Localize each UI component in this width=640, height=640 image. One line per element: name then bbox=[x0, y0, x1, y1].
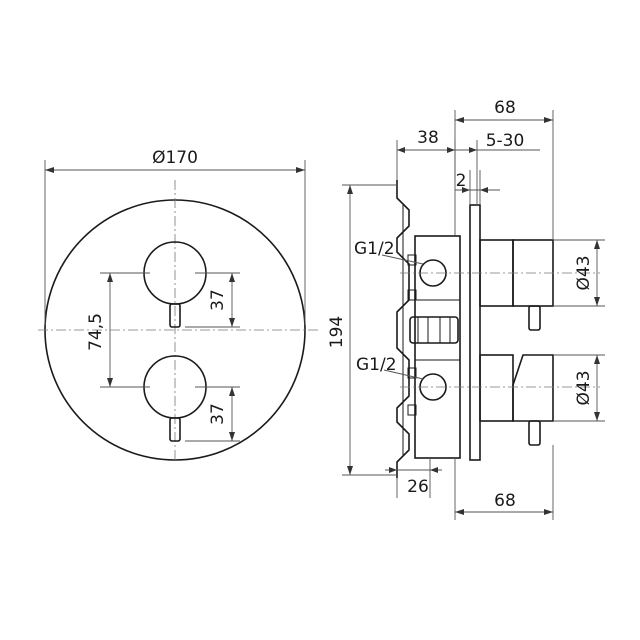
label-depth-26: 26 bbox=[407, 477, 429, 497]
mounting-bracket bbox=[396, 180, 410, 478]
label-depth-68-top: 68 bbox=[494, 98, 516, 118]
label-plate-thickness: 2 bbox=[456, 171, 467, 191]
lower-lever bbox=[169, 417, 181, 442]
side-view: 194 68 38 5-30 2 G1/2 G1/2 bbox=[327, 98, 605, 520]
label-front-diameter: Ø170 bbox=[152, 148, 198, 168]
label-range: 5-30 bbox=[486, 131, 525, 151]
coupling-nut bbox=[409, 316, 459, 344]
label-knob-offset-top: 37 bbox=[208, 289, 228, 311]
label-side-height: 194 bbox=[327, 316, 347, 348]
label-knob-offset-bottom: 37 bbox=[208, 403, 228, 425]
label-handle-dia-top: Ø43 bbox=[574, 255, 594, 290]
label-thread-top: G1/2 bbox=[354, 239, 395, 259]
cover-plate bbox=[469, 204, 481, 461]
valve-body bbox=[414, 235, 461, 459]
label-depth-38: 38 bbox=[417, 128, 439, 148]
front-view: Ø170 74,5 37 37 bbox=[38, 148, 318, 462]
upper-lever bbox=[169, 303, 181, 328]
label-handle-dia-bottom: Ø43 bbox=[574, 370, 594, 405]
label-knob-spacing: 74,5 bbox=[86, 313, 106, 351]
label-thread-bottom: G1/2 bbox=[356, 355, 397, 375]
lower-handle bbox=[512, 354, 554, 422]
label-depth-68-bottom: 68 bbox=[494, 491, 516, 511]
